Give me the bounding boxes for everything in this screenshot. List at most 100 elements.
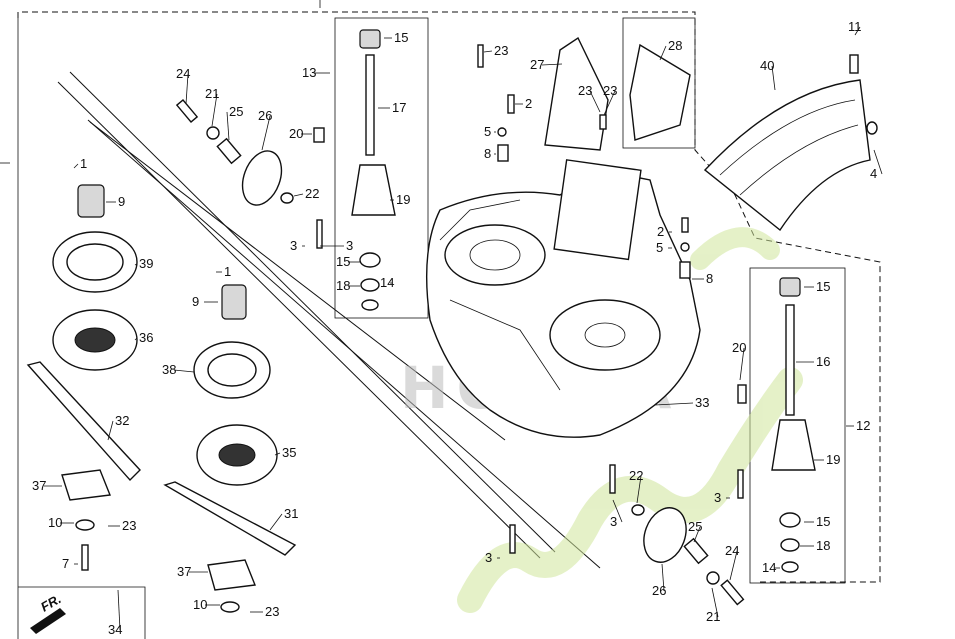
callout-label: 23 [494, 43, 508, 58]
shaft-assembly-13 [351, 29, 396, 311]
callout-label: 26 [258, 108, 272, 123]
callout-label: 15 [816, 514, 830, 529]
callout-label: 3 [610, 514, 617, 529]
callout-label: 12 [856, 418, 870, 433]
leader-line [134, 263, 138, 266]
leader-line [73, 163, 79, 169]
callout-label: 16 [816, 354, 830, 369]
boundary-lines [0, 0, 881, 639]
callout-label: 4 [870, 166, 877, 181]
leader-line [226, 111, 230, 141]
callout-label: 14 [380, 275, 394, 290]
callout-label: 34 [108, 622, 122, 637]
callout-label: 33 [695, 395, 709, 410]
callout-label: 23 [578, 83, 592, 98]
leader-line [117, 589, 121, 631]
callout-label: 37 [32, 478, 46, 493]
callout-label: 3 [290, 238, 297, 253]
callout-label: 19 [826, 452, 840, 467]
callout-label: 3 [714, 490, 721, 505]
inset-box-28 [622, 17, 696, 149]
callout-label: 2 [657, 224, 664, 239]
mower-housing [425, 159, 701, 438]
callout-labels: 1122333334557889910101112131414151515151… [32, 19, 883, 637]
callout-label: 25 [688, 519, 702, 534]
callout-label: 1 [224, 264, 231, 279]
callout-label: 3 [485, 550, 492, 565]
callout-label: 28 [668, 38, 682, 53]
lower-hardware [509, 384, 747, 606]
leader-line [612, 499, 623, 523]
callout-label: 18 [336, 278, 350, 293]
leader-line [654, 402, 694, 406]
callout-label: 31 [284, 506, 298, 521]
callout-label: 2 [525, 96, 532, 111]
callout-label: 37 [177, 564, 191, 579]
grass-chute [703, 79, 871, 232]
callout-label: 18 [816, 538, 830, 553]
callout-label: 9 [192, 294, 199, 309]
callout-label: 21 [205, 86, 219, 101]
leader-line [661, 563, 665, 592]
leader-line [771, 65, 776, 91]
callout-label: 36 [139, 330, 153, 345]
leader-line [274, 452, 281, 456]
callout-label: 8 [484, 146, 491, 161]
callout-label: 21 [706, 609, 720, 624]
callout-label: 23 [265, 604, 279, 619]
callout-label: 23 [122, 518, 136, 533]
leader-line [659, 45, 667, 61]
leader-line [541, 63, 563, 66]
leader-line [711, 587, 719, 618]
callout-label: 9 [118, 194, 125, 209]
callout-label: 27 [530, 57, 544, 72]
left-stack [26, 184, 141, 571]
callout-label: 8 [706, 271, 713, 286]
leader-line [134, 337, 138, 341]
callout-label: 32 [115, 413, 129, 428]
top-right-hardware [477, 44, 878, 279]
deflector [544, 36, 609, 151]
callout-label: 17 [392, 100, 406, 115]
leader-line [693, 526, 701, 543]
callout-label: 11 [848, 19, 862, 34]
callout-label: 40 [760, 58, 774, 73]
upper-hardware [175, 99, 325, 249]
bracket [629, 43, 691, 141]
callout-label: 26 [652, 583, 666, 598]
callout-label: 22 [305, 186, 319, 201]
callout-label: 5 [484, 124, 491, 139]
callout-label: 22 [629, 468, 643, 483]
leader-line [483, 50, 493, 53]
callout-label: 1 [80, 156, 87, 171]
direction-marker: FR. [30, 591, 66, 634]
leader-line [211, 93, 218, 127]
callout-label: 20 [732, 340, 746, 355]
callout-label: 20 [289, 126, 303, 141]
leader-line [739, 347, 745, 381]
leader-line [854, 26, 861, 36]
leader-line [873, 149, 883, 175]
callout-label: 38 [162, 362, 176, 377]
leader-line [107, 420, 114, 441]
callout-label: 15 [336, 254, 350, 269]
callout-label: 35 [282, 445, 296, 460]
group-box-13 [334, 17, 429, 319]
callout-label: 24 [725, 543, 739, 558]
leader-line [173, 369, 195, 373]
callout-label: 15 [394, 30, 408, 45]
shaft-assembly-12 [771, 277, 816, 573]
leader-line [729, 550, 738, 581]
leader-line [636, 475, 642, 504]
leader-line [185, 73, 189, 105]
callout-label: 23 [603, 83, 617, 98]
callout-label: 5 [656, 240, 663, 255]
callout-label: 7 [62, 556, 69, 571]
callout-label: 3 [346, 238, 353, 253]
callout-label: 13 [302, 65, 316, 80]
leader-line [261, 115, 271, 151]
callout-label: 19 [396, 192, 410, 207]
leader-line [293, 193, 304, 197]
leader-line [603, 90, 616, 116]
